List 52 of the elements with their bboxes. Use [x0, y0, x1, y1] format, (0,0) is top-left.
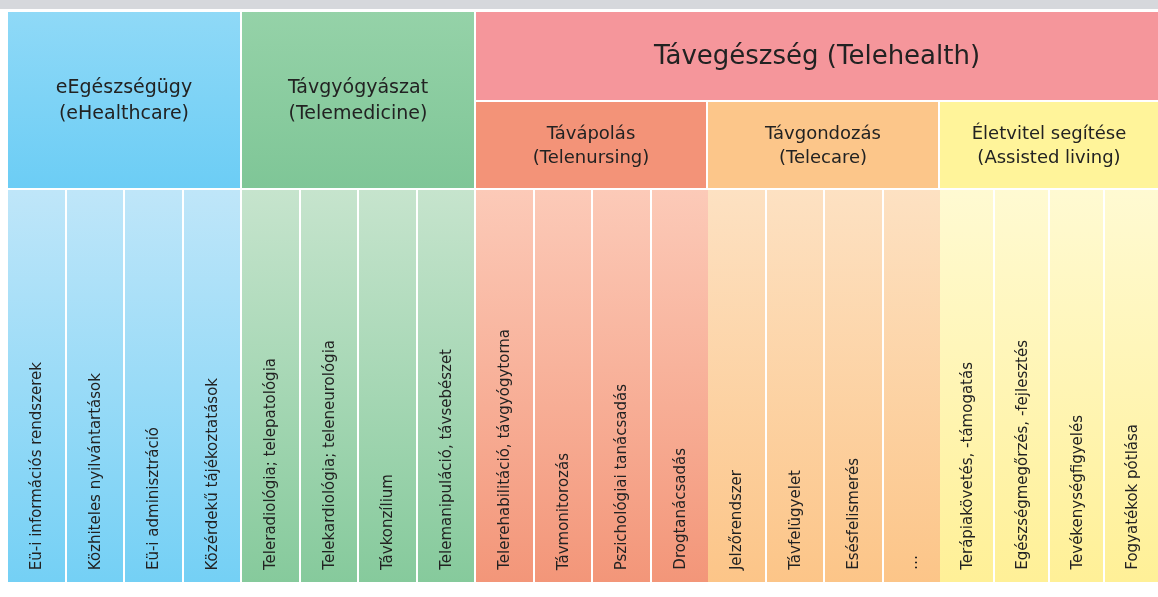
service-column [476, 190, 533, 582]
service-label: Eü-i információs rendszerek [27, 361, 46, 570]
service-column [125, 190, 182, 582]
service-label: Távfelügyelet [785, 470, 804, 570]
service-label: Teleradiológia; telepatológia [261, 358, 280, 570]
category-title: Távgyógyászat (Telemedicine) [286, 74, 430, 125]
category-title: Életvitel segítése (Assisted living) [970, 120, 1128, 169]
service-label: Távkonzílium [378, 473, 397, 570]
service-column [766, 190, 823, 582]
category-header [242, 12, 474, 188]
service-column [242, 190, 299, 582]
service-column [183, 190, 240, 582]
service-column [825, 190, 882, 582]
service-label: … [902, 555, 921, 570]
service-label: Jelzőrendszer [727, 469, 746, 570]
service-column [995, 190, 1048, 582]
service-label: Tevékenységfigyelés [1067, 415, 1086, 570]
service-column [1105, 190, 1158, 582]
service-label: Telerehabilitáció, távgyógytorna [495, 329, 514, 570]
service-column [359, 190, 416, 582]
service-label: Fogyatékok pótlása [1122, 424, 1141, 570]
service-label: Közérdekű tájékoztatások [202, 377, 221, 570]
service-label: Telekardiológia; teleneurológia [319, 340, 338, 570]
category-header [476, 12, 1158, 100]
service-label: Telemanipuláció, távsebészet [436, 349, 455, 570]
category-title: Távápolás (Telenursing) [531, 120, 651, 169]
service-label: Távmonitorozás [553, 452, 572, 570]
category-title: eEgészségügy (eHealthcare) [54, 74, 194, 125]
service-label: Terápiakövetés, -támogatás [957, 362, 976, 570]
service-column [651, 190, 708, 582]
service-column [534, 190, 591, 582]
category-title: Távegészség (Telehealth) [653, 39, 981, 73]
service-label: Közhiteles nyilvántartások [85, 372, 104, 570]
category-title: Távgondozás (Telecare) [764, 120, 882, 169]
service-column [708, 190, 765, 582]
service-column [66, 190, 123, 582]
service-column [8, 190, 65, 582]
service-label: Egészségmegőrzés, -fejlesztés [1012, 340, 1031, 570]
service-column [883, 190, 940, 582]
service-column [1050, 190, 1103, 582]
service-column [417, 190, 474, 582]
service-label: Drogtanácsadás [670, 448, 689, 570]
category-header [708, 102, 938, 188]
service-label: Esésfelismerés [844, 458, 863, 570]
service-column [593, 190, 650, 582]
category-header [8, 12, 240, 188]
service-column [300, 190, 357, 582]
category-header [940, 102, 1158, 188]
service-label: Eü-i adminisztráció [144, 426, 163, 570]
service-label: Pszichológiai tanácsadás [612, 383, 631, 570]
category-header [476, 102, 706, 188]
service-column [940, 190, 993, 582]
